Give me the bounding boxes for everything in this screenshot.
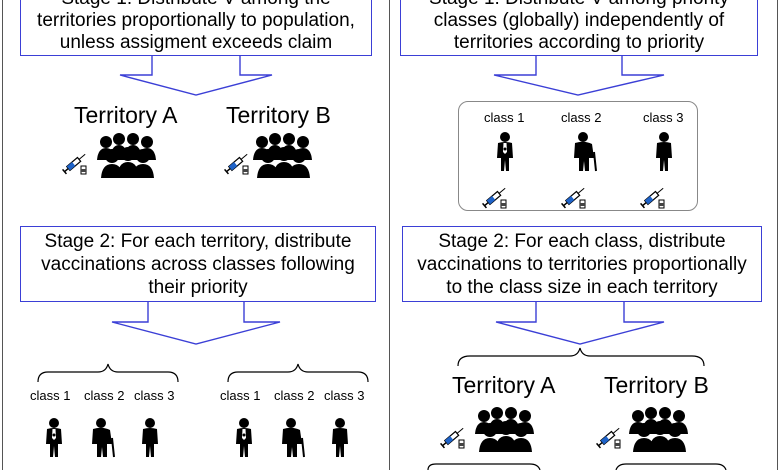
right-territory-a-crowd-icon bbox=[475, 407, 534, 452]
left-group-b-class-2-label: class 2 bbox=[274, 388, 315, 403]
right-territory-b-label: Territory B bbox=[604, 372, 709, 398]
panel-divider bbox=[389, 0, 390, 470]
right-stage1-text: Stage 1: Distribute V among priority cla… bbox=[429, 0, 729, 53]
right-stage2-box: Stage 2: For each class, distribute vacc… bbox=[402, 226, 762, 302]
left-panel-border-left bbox=[2, 0, 3, 470]
right-territory-a-syringe-icon bbox=[439, 425, 466, 449]
right-stage1-arrow bbox=[493, 56, 665, 96]
left-territory-a-syringe-icon bbox=[61, 151, 88, 175]
left-stage2-arrow bbox=[111, 302, 281, 345]
left-group-b-class-3-person-icon bbox=[332, 418, 348, 457]
right-stage1-box: Stage 1: Distribute V among priority cla… bbox=[400, 0, 758, 56]
right-territory-a-label: Territory A bbox=[452, 372, 556, 398]
left-stage1-text: Stage 1: Distribute V among the territor… bbox=[37, 0, 355, 53]
right-bottom-brace-b-partial bbox=[615, 463, 727, 470]
left-group-b-class-1-label: class 1 bbox=[220, 388, 261, 403]
left-stage1-arrow bbox=[119, 56, 273, 96]
left-stage1-box: Stage 1: Distribute V among the territor… bbox=[20, 0, 372, 56]
left-group-a-class-1-person-icon bbox=[46, 418, 62, 457]
left-group-b-class-3-label: class 3 bbox=[324, 388, 365, 403]
right-class-3-syringe-icon bbox=[639, 185, 666, 209]
right-territory-b-crowd-icon bbox=[629, 407, 688, 452]
left-group-a-class-3-person-icon bbox=[142, 418, 158, 457]
left-group-b-brace bbox=[227, 363, 369, 383]
left-group-a-class-3-label: class 3 bbox=[134, 388, 175, 403]
left-group-a-class-1-label: class 1 bbox=[30, 388, 71, 403]
right-class-3-label: class 3 bbox=[643, 110, 684, 125]
left-stage2-text: Stage 2: For each territory, distribute … bbox=[41, 230, 355, 298]
right-classes-box bbox=[458, 101, 698, 211]
left-territory-b-crowd-icon bbox=[253, 133, 312, 178]
left-stage2-box: Stage 2: For each territory, distribute … bbox=[20, 226, 376, 302]
left-group-b-class-2-person-icon bbox=[281, 417, 305, 458]
right-panel-border-right bbox=[777, 0, 778, 470]
right-class-1-label: class 1 bbox=[484, 110, 525, 125]
right-stage2-text: Stage 2: For each class, distribute vacc… bbox=[417, 230, 747, 298]
left-territory-b-syringe-icon bbox=[223, 151, 250, 175]
right-stage2-arrow bbox=[495, 302, 665, 345]
right-bottom-brace-a-partial bbox=[427, 463, 541, 470]
right-class-2-syringe-icon bbox=[560, 185, 587, 209]
left-territory-b-label: Territory B bbox=[226, 102, 331, 128]
left-group-a-brace bbox=[37, 363, 179, 383]
left-territory-a-crowd-icon bbox=[97, 133, 156, 178]
right-class-3-person-icon bbox=[656, 132, 672, 171]
right-territories-brace bbox=[457, 347, 705, 367]
right-class-1-person-icon bbox=[497, 132, 513, 171]
right-class-2-label: class 2 bbox=[561, 110, 602, 125]
right-class-2-person-icon bbox=[573, 131, 597, 172]
left-group-a-class-2-label: class 2 bbox=[84, 388, 125, 403]
left-group-b-class-1-person-icon bbox=[236, 418, 252, 457]
left-territory-a-label: Territory A bbox=[74, 102, 178, 128]
left-group-a-class-2-person-icon bbox=[91, 417, 115, 458]
right-territory-b-syringe-icon bbox=[595, 425, 622, 449]
right-class-1-syringe-icon bbox=[481, 185, 508, 209]
